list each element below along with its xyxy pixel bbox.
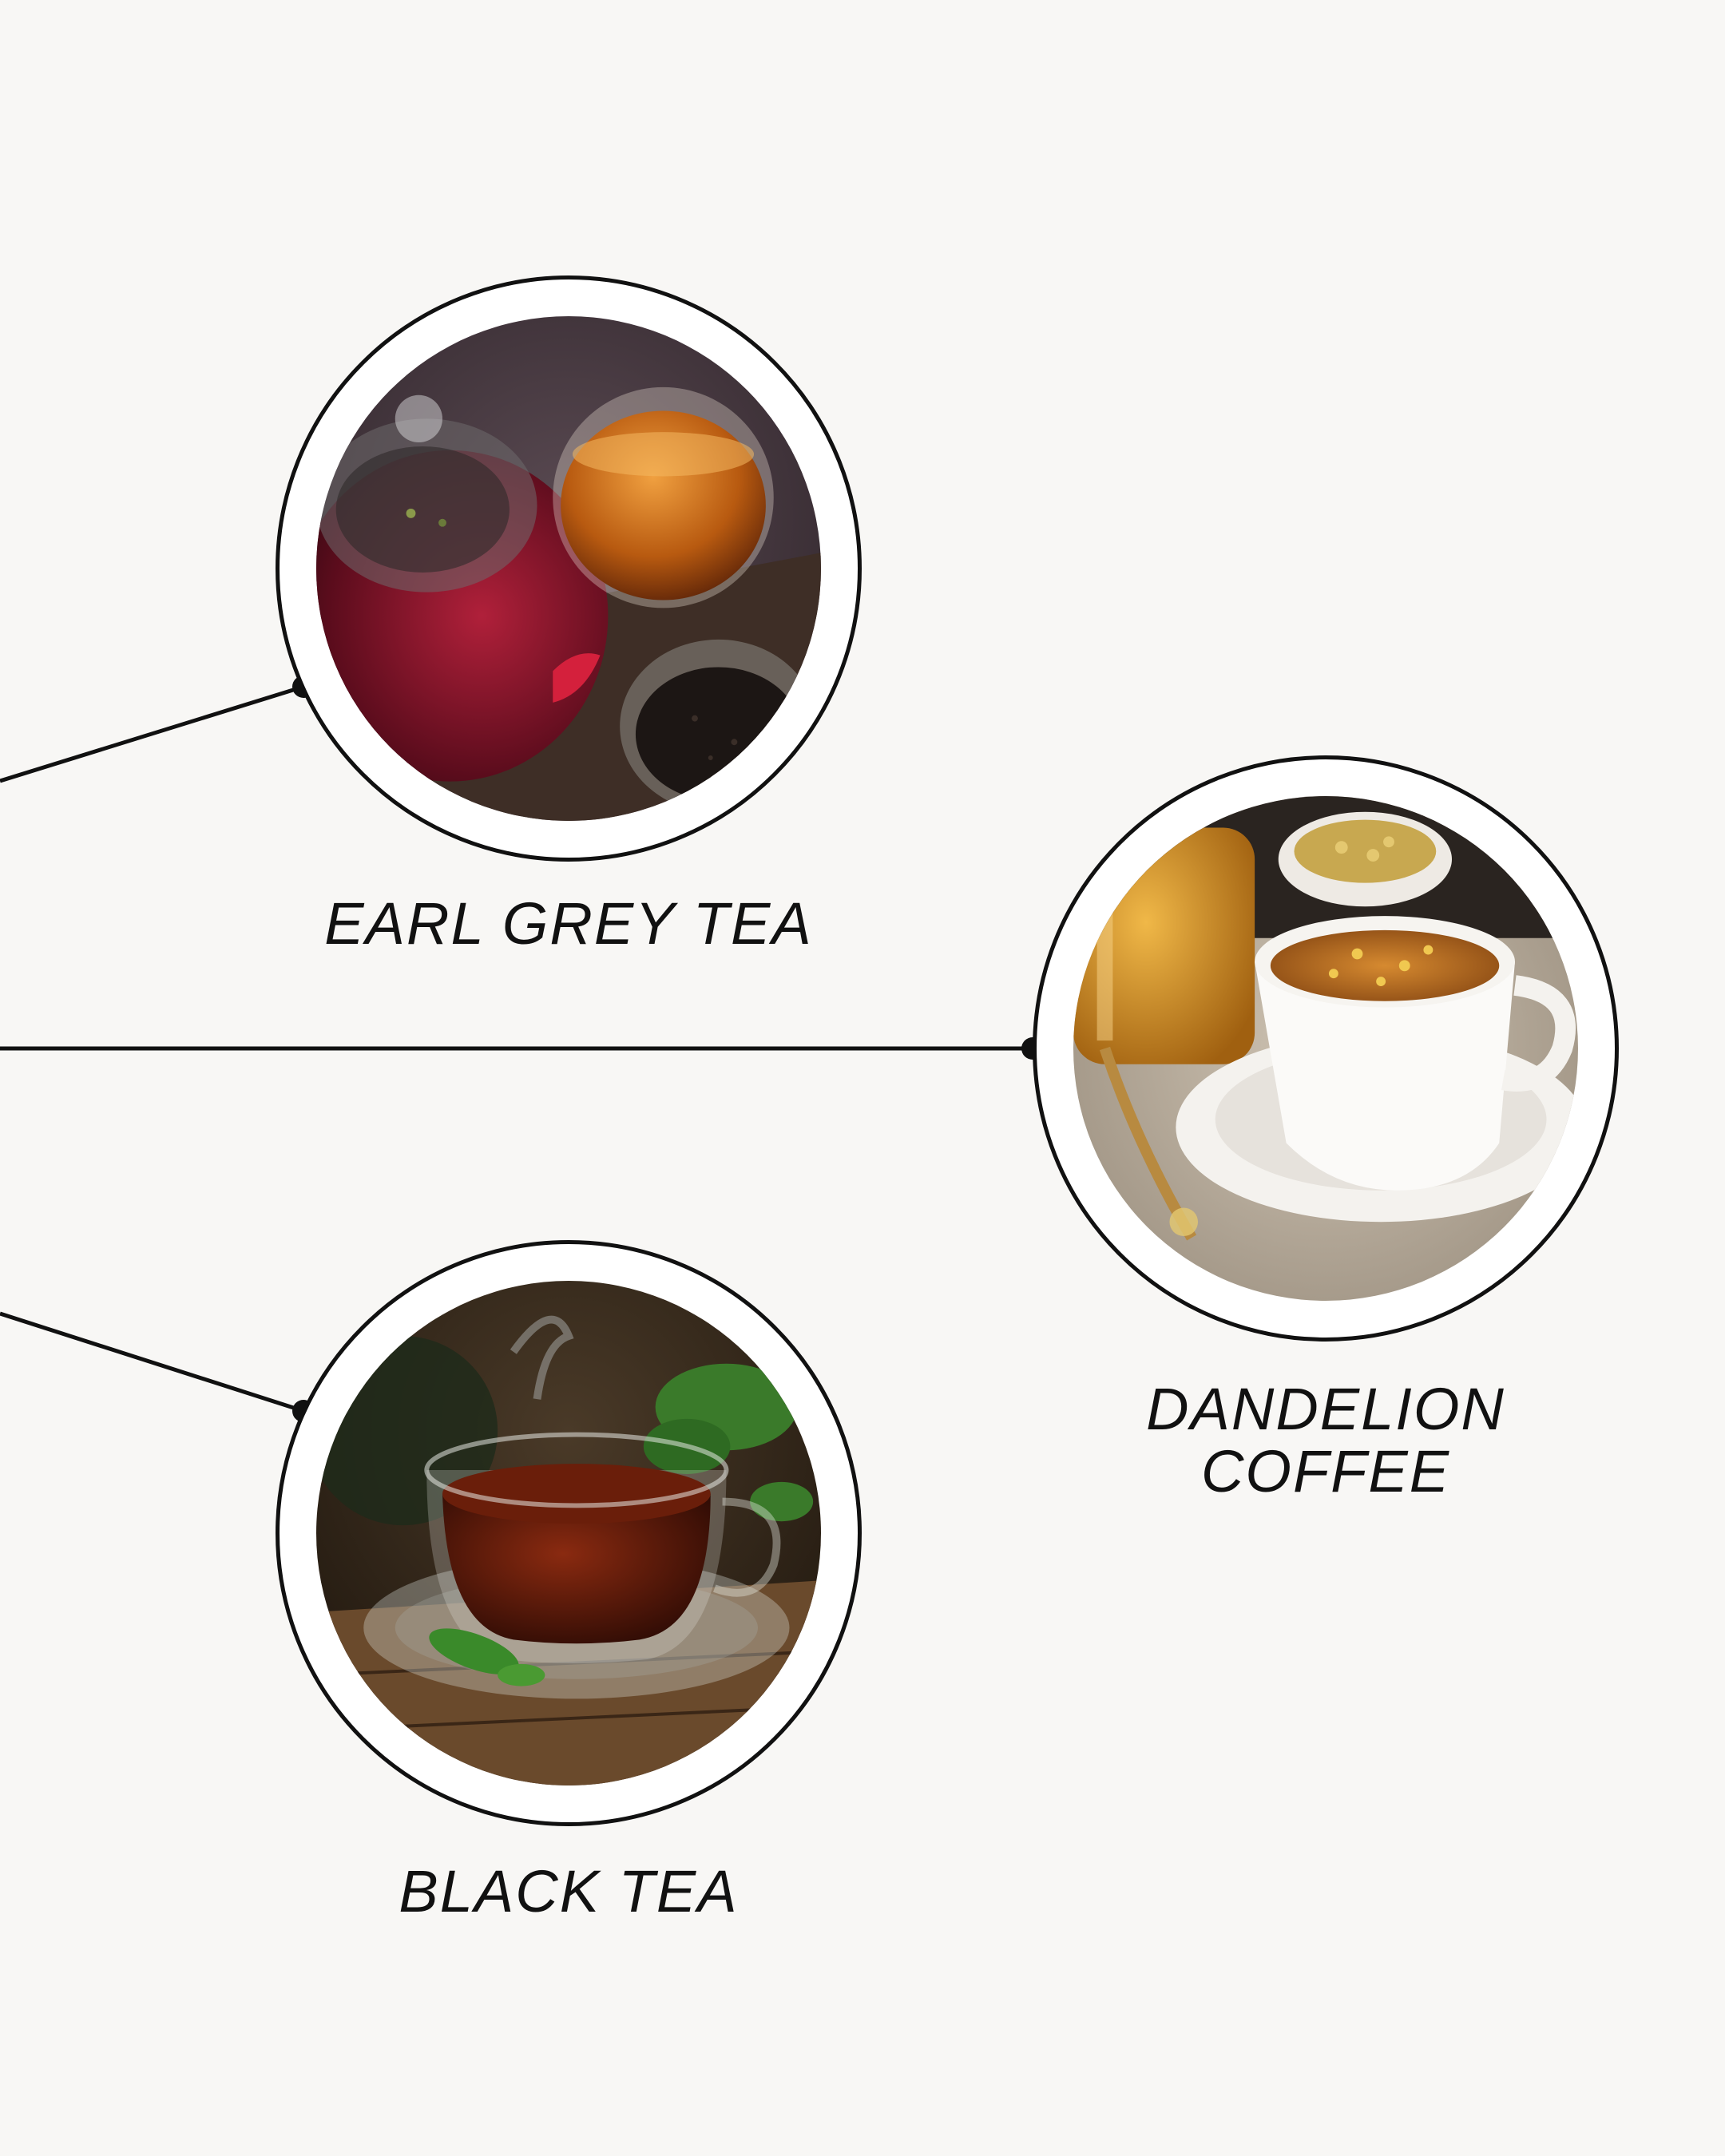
teapot-and-cup-image [316, 316, 821, 821]
dandelion-coffee-photo [1073, 796, 1578, 1301]
cup-and-honey-image [1073, 796, 1578, 1301]
dandelion-coffee-label-line-1: DANDELION [1146, 1376, 1505, 1442]
black-tea-label-line: BLACK TEA [399, 1858, 739, 1924]
black-tea-photo [316, 1281, 821, 1785]
earl-grey-tea-photo-frame [276, 275, 862, 862]
black-tea-photo-frame [276, 1240, 862, 1826]
earl-grey-tea-photo [316, 316, 821, 821]
dandelion-coffee-label: DANDELION COFFEE [1021, 1378, 1631, 1503]
dandelion-coffee-label-line-2: COFFEE [1200, 1438, 1451, 1504]
connector-line-black-tea [0, 1311, 304, 1413]
black-tea-label: BLACK TEA [264, 1861, 874, 1923]
earl-grey-tea-label-line: EARL GREY TEA [324, 890, 813, 957]
connector-line-earl-grey [0, 684, 304, 783]
glass-cup-image [316, 1281, 821, 1785]
dandelion-coffee-photo-frame [1033, 755, 1619, 1342]
earl-grey-tea-label: EARL GREY TEA [264, 893, 874, 955]
